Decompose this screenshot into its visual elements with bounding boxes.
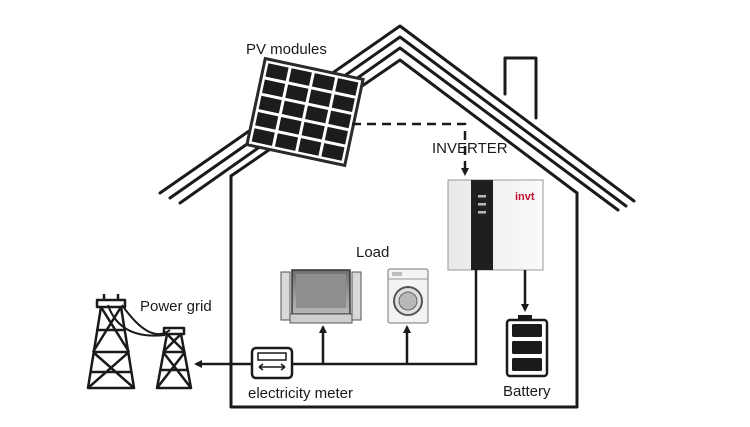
power-grid-label: Power grid xyxy=(140,298,212,315)
solar-cell xyxy=(335,78,359,96)
tv-icon xyxy=(280,269,362,324)
solar-cell xyxy=(285,84,309,103)
solar-cell xyxy=(308,89,332,108)
load-label: Load xyxy=(356,244,390,261)
electricity-meter-label: electricity meter xyxy=(248,385,354,402)
power-line xyxy=(107,304,171,337)
solar-cell xyxy=(281,100,305,119)
solar-cell xyxy=(255,112,279,130)
solar-cell xyxy=(278,116,302,135)
electricity-meter-icon xyxy=(250,346,294,380)
inverter-label: INVERTER xyxy=(432,140,508,157)
solar-cell xyxy=(274,133,299,151)
battery-level-bar xyxy=(512,324,542,337)
solar-cell xyxy=(265,63,289,81)
battery-icon xyxy=(505,315,549,378)
solar-cell xyxy=(262,79,286,98)
pv-modules-label: PV modules xyxy=(246,41,327,58)
battery-level-bar xyxy=(512,358,542,371)
inverter-brand-logo: invt xyxy=(515,191,535,203)
pv-to-inverter-link xyxy=(352,122,469,176)
inverter-unit-icon: invt xyxy=(447,179,544,271)
house-outline-icon xyxy=(158,24,636,409)
solar-panel-icon xyxy=(245,56,365,168)
transmission-tower-small-icon xyxy=(155,326,193,390)
solar-cell xyxy=(301,121,325,140)
solar-cell xyxy=(324,126,348,145)
solar-cell xyxy=(321,143,345,161)
battery-level-bar xyxy=(512,341,542,354)
solar-cell xyxy=(331,94,355,112)
transmission-tower-icon xyxy=(86,294,136,390)
solar-cell xyxy=(311,73,336,91)
solar-cell xyxy=(328,110,352,129)
washing-machine-icon xyxy=(387,268,429,324)
battery-label: Battery xyxy=(503,383,551,400)
solar-cell xyxy=(298,138,322,156)
load-feed-arrows xyxy=(319,325,411,364)
solar-cell xyxy=(251,128,275,146)
solar-cell xyxy=(258,95,282,114)
inverter-to-load-bus xyxy=(292,270,478,366)
solar-cell xyxy=(305,105,329,124)
solar-cell xyxy=(288,68,312,86)
